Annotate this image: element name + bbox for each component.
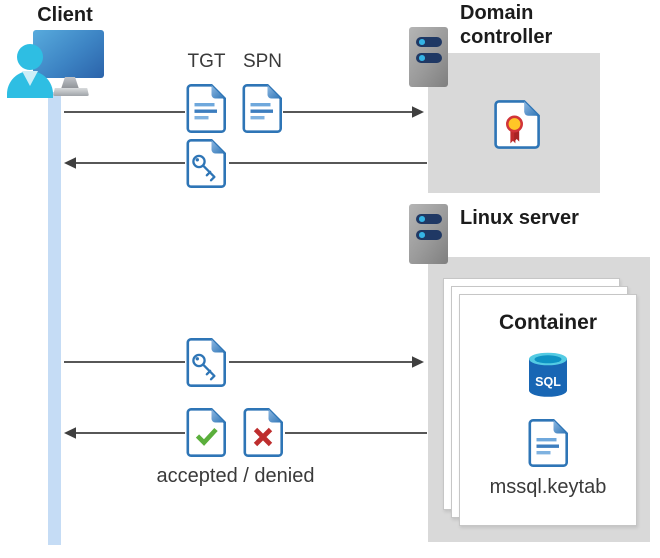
container-label: Container	[498, 311, 597, 334]
monitor-icon	[33, 30, 104, 78]
monitor-stand-icon	[61, 77, 79, 89]
user-collar-shape	[22, 71, 38, 86]
container-card: Container SQL mssql.keytab	[459, 294, 637, 526]
linux-server-label: Linux server	[460, 207, 579, 229]
monitor-base-icon	[53, 88, 89, 96]
user-icon	[17, 44, 43, 70]
sql-database-icon: SQL	[529, 352, 567, 397]
arrow-client-to-dc	[64, 106, 424, 118]
key-document-icon-tgs	[186, 139, 226, 188]
certificate-icon	[494, 100, 540, 149]
client-label: Client	[37, 4, 93, 26]
domain-controller-label: Domain controller	[460, 2, 553, 48]
server-icon-linux	[409, 204, 448, 264]
spn-document-icon	[242, 84, 282, 133]
sql-badge-text: SQL	[535, 375, 561, 389]
keytab-file-label: mssql.keytab	[489, 476, 607, 498]
arrow-linux-to-client	[64, 427, 427, 439]
server-icon-domain-controller	[409, 27, 448, 87]
result-label: accepted / denied	[156, 465, 315, 487]
spn-label: SPN	[242, 51, 283, 72]
arrow-client-to-linux	[64, 356, 424, 368]
key-document-icon-service	[186, 338, 226, 387]
tgt-document-icon	[186, 84, 226, 133]
keytab-document-icon	[528, 419, 568, 467]
x-document-icon	[243, 408, 283, 457]
check-document-icon	[186, 408, 226, 457]
tgt-label: TGT	[187, 51, 226, 72]
arrow-dc-to-client	[64, 157, 427, 169]
client-lifeline	[48, 92, 61, 545]
